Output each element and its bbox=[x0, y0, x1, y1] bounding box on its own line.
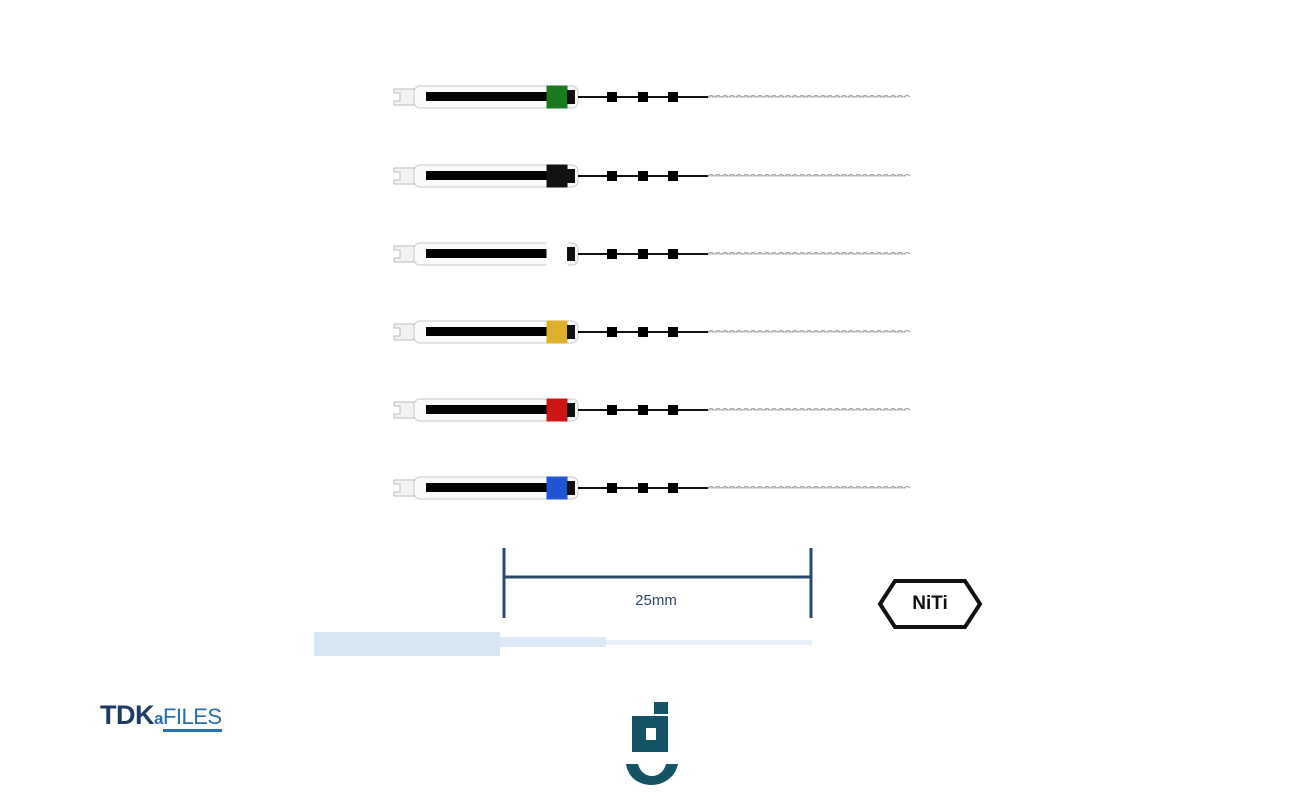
endodontic-file-green bbox=[392, 84, 912, 110]
company-logo-icon bbox=[626, 702, 678, 785]
endodontic-file-red bbox=[392, 397, 912, 423]
scale-label: 25mm bbox=[635, 592, 677, 609]
endodontic-file-black bbox=[392, 163, 912, 189]
length-scale-bar bbox=[502, 548, 813, 618]
endodontic-file-blue bbox=[392, 475, 912, 501]
endodontic-file-white bbox=[392, 241, 912, 267]
file-silhouette bbox=[314, 632, 812, 656]
endodontic-file-yellow bbox=[392, 319, 912, 345]
niti-badge-label: NiTi bbox=[912, 593, 948, 614]
brand-suffix: FILES bbox=[162, 704, 222, 732]
niti-badge-icon bbox=[877, 579, 983, 629]
brand-prefix: TDK bbox=[100, 700, 155, 730]
tdk-files-logo: TDKaFILES bbox=[100, 700, 222, 732]
brand-middle: a bbox=[154, 709, 163, 728]
